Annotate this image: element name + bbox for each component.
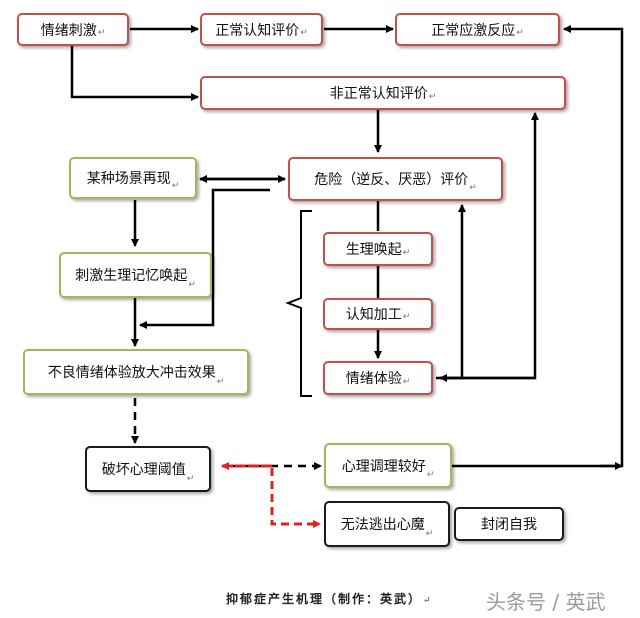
node-normal-appraisal: 正常认知评价↵: [200, 13, 323, 46]
node-label: 情绪刺激: [40, 22, 97, 39]
paragraph-mark: ↵: [186, 474, 195, 484]
paragraph-mark: ↵: [428, 92, 437, 102]
paragraph-mark: ↵: [516, 28, 524, 38]
node-memory-evoked: 刺激生理记忆唤起↵: [59, 252, 212, 298]
node-label: 认知加工: [345, 307, 402, 323]
watermark: 头条号 / 英武: [486, 590, 606, 614]
node-physio-arousal: 生理唤起↵: [323, 232, 433, 266]
node-abnormal-appraisal: 非正常认知评价↵: [200, 76, 566, 110]
paragraph-mark: ↵: [97, 28, 106, 38]
node-label: 心理调理较好: [341, 458, 426, 475]
node-label: 非正常认知评价: [329, 86, 428, 102]
arrow-danger-to-amplify-path: [139, 188, 270, 329]
paragraph-mark: ↵: [402, 312, 411, 322]
paragraph-mark: ↵: [425, 529, 434, 539]
paragraph-mark: ↵: [402, 377, 411, 387]
node-danger-appraisal: 危险（逆反、厌恶）评价↵: [288, 157, 503, 201]
node-label: 破坏心理阈值: [101, 462, 186, 478]
paragraph-mark: ↵: [171, 181, 180, 191]
node-label: 正常应激反应: [431, 22, 516, 39]
arrow-stimulus-to-abnormal-appraisal: [70, 46, 199, 101]
paragraph-mark: ↵: [402, 248, 411, 258]
node-label: 危险（逆反、厌恶）评价: [314, 172, 469, 188]
node-label: 正常认知评价: [215, 22, 300, 39]
node-cannot-escape: 无法逃出心魔↵: [324, 501, 450, 547]
node-label: 封闭自我: [481, 517, 537, 533]
paragraph-mark: ↵: [423, 596, 433, 606]
arrow-emotion-to-abnormal: [440, 112, 539, 380]
arrow-emotion-to-danger: [436, 204, 466, 380]
node-amplify-effect: 不良情绪体验放大冲击效果↵: [23, 349, 249, 395]
paragraph-mark: ↵: [469, 183, 477, 193]
paragraph-mark: ↵: [426, 470, 435, 480]
node-cognitive-processing: 认知加工↵: [323, 298, 433, 330]
node-label: 刺激生理记忆唤起: [75, 268, 188, 284]
diagram-caption: 抑郁症产生机理（制作：英武）↵: [226, 590, 433, 607]
node-label: 生理唤起: [345, 242, 402, 258]
node-label: 某种场景再现: [86, 171, 171, 187]
node-good-adjustment: 心理调理较好↵: [324, 443, 452, 488]
node-label: 不良情绪体验放大冲击效果: [47, 365, 216, 381]
node-scene-recurs: 某种场景再现↵: [69, 157, 197, 199]
node-self-isolation: 封闭自我: [454, 507, 564, 541]
paragraph-mark: ↵: [188, 280, 196, 290]
node-label: 情绪体验: [345, 371, 402, 387]
node-emotional-experience: 情绪体验↵: [323, 361, 433, 395]
arrow-good-adjustment-to-normal-stress: [452, 25, 624, 468]
node-label: 无法逃出心魔: [340, 517, 425, 533]
paragraph-mark: ↵: [216, 377, 225, 387]
node-break-threshold: 破坏心理阈值↵: [85, 446, 211, 492]
paragraph-mark: ↵: [300, 28, 308, 38]
caption-text: 抑郁症产生机理（制作：英武）: [226, 592, 423, 606]
node-emotion-stimulus: 情绪刺激↵: [17, 13, 129, 46]
arrow-threshold-to-cannot-escape: [222, 464, 321, 528]
inner-group-bracket: [285, 210, 312, 397]
node-normal-stress: 正常应激反应↵: [395, 13, 560, 46]
